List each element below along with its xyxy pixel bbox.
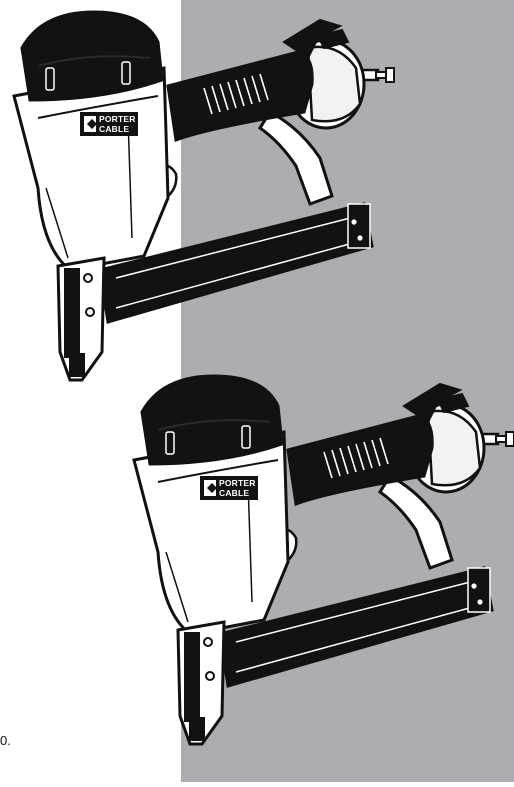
brand-logo-line1-bottom: PORTER bbox=[219, 478, 256, 488]
nailer-drawing-top: PORTER CABLE bbox=[12, 10, 396, 382]
brand-logo-line2-bottom: CABLE bbox=[219, 488, 249, 498]
brand-logo-line2-top: CABLE bbox=[99, 124, 129, 134]
top-nailer-illustration: PORTER CABLE bbox=[8, 8, 408, 404]
page-fragment-text: 0. bbox=[0, 733, 11, 748]
nailer-drawing-bottom: PORTER CABLE bbox=[132, 374, 514, 746]
brand-logo-line1-top: PORTER bbox=[99, 114, 136, 124]
bottom-nailer-illustration: PORTER CABLE bbox=[128, 358, 514, 782]
